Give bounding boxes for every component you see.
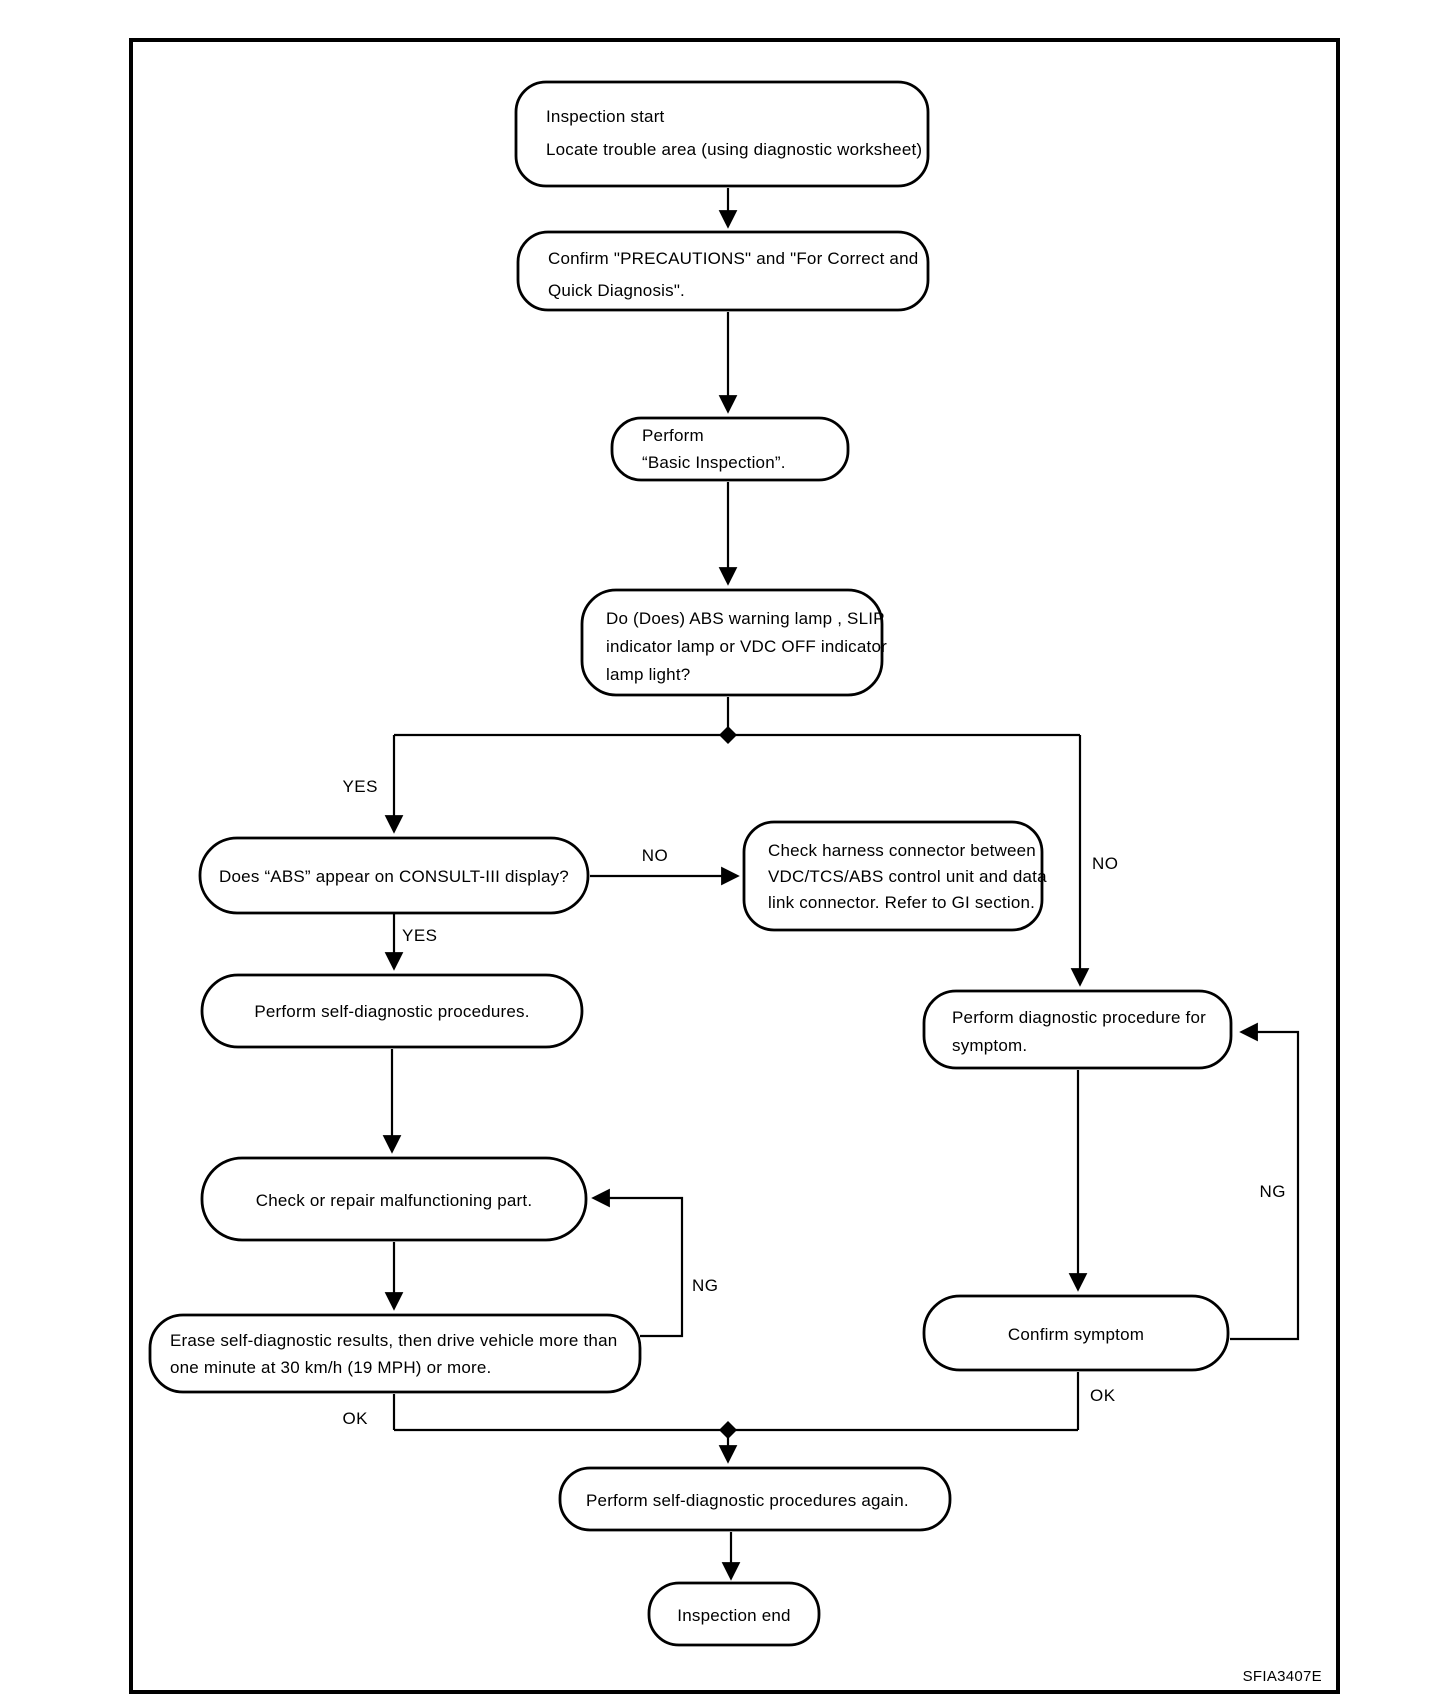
node-erase-results: Erase self-diagnostic results, then driv… <box>148 1313 642 1394</box>
figure-code: SFIA3407E <box>1243 1668 1322 1685</box>
edge-ng-loop-left <box>591 1188 684 1338</box>
node-lamp-light-question-line2: indicator lamp or VDC OFF indicator <box>606 637 887 656</box>
node-check-harness-line2: VDC/TCS/ABS control unit and data <box>768 867 1047 886</box>
label-ok-right: OK <box>1090 1386 1116 1405</box>
node-check-repair-line1: Check or repair malfunctioning part. <box>256 1191 533 1210</box>
diagram-border <box>129 38 1340 1694</box>
node-inspection-start-box <box>514 80 930 188</box>
node-lamp-light-question: Do (Does) ABS warning lamp , SLIP indica… <box>580 588 887 697</box>
node-consult-display-question-box <box>198 836 590 915</box>
node-check-harness-line3: link connector. Refer to GI section. <box>768 893 1035 912</box>
node-check-harness-line1: Check harness connector between <box>768 841 1036 860</box>
node-erase-results-line1: Erase self-diagnostic results, then driv… <box>170 1331 617 1350</box>
node-lamp-light-question-line1: Do (Does) ABS warning lamp , SLIP <box>606 609 885 628</box>
node-lamp-light-question-box <box>580 588 884 697</box>
node-check-harness-box <box>742 820 1044 932</box>
node-inspection-start: Inspection start Locate trouble area (us… <box>514 80 930 188</box>
node-diagnostic-for-symptom-line1: Perform diagnostic procedure for <box>952 1008 1206 1027</box>
node-self-diagnostic-box <box>200 973 584 1049</box>
node-diagnostic-for-symptom-line2: symptom. <box>952 1036 1027 1055</box>
node-confirm-precautions-line1: Confirm "PRECAUTIONS" and "For Correct a… <box>548 249 918 268</box>
node-erase-results-box <box>148 1313 642 1394</box>
node-inspection-start-line2: Locate trouble area (using diagnostic wo… <box>546 140 922 159</box>
node-check-harness: Check harness connector between VDC/TCS/… <box>742 820 1047 932</box>
node-consult-display-question: Does “ABS” appear on CONSULT-III display… <box>198 836 590 915</box>
node-diagnostic-for-symptom-box <box>922 989 1233 1070</box>
node-inspection-end-box <box>647 1581 821 1647</box>
node-confirm-precautions-line2: Quick Diagnosis". <box>548 281 685 300</box>
node-erase-results-line2: one minute at 30 km/h (19 MPH) or more. <box>170 1358 491 1377</box>
node-self-diagnostic: Perform self-diagnostic procedures. <box>200 973 584 1049</box>
node-confirm-symptom: Confirm symptom <box>922 1294 1230 1372</box>
node-basic-inspection-line2: “Basic Inspection”. <box>642 453 786 472</box>
node-self-diagnostic-again-line1: Perform self-diagnostic procedures again… <box>586 1491 909 1510</box>
node-lamp-light-question-line3: lamp light? <box>606 665 690 684</box>
node-confirm-symptom-box <box>922 1294 1230 1372</box>
label-no-branch: NO <box>1092 854 1119 873</box>
node-self-diagnostic-again-box <box>558 1466 952 1532</box>
label-yes-consult: YES <box>402 926 438 945</box>
label-ok-left: OK <box>342 1409 368 1428</box>
node-check-repair-box <box>200 1156 588 1242</box>
node-confirm-symptom-line1: Confirm symptom <box>1008 1325 1144 1344</box>
junction-dot-top <box>719 726 737 744</box>
node-self-diagnostic-again: Perform self-diagnostic procedures again… <box>558 1466 952 1532</box>
node-confirm-precautions-box <box>516 230 930 312</box>
label-ng-left: NG <box>692 1276 719 1295</box>
node-check-repair: Check or repair malfunctioning part. <box>200 1156 588 1242</box>
node-inspection-end: Inspection end <box>647 1581 821 1647</box>
node-inspection-start-line1: Inspection start <box>546 107 665 126</box>
node-diagnostic-for-symptom: Perform diagnostic procedure for symptom… <box>922 989 1233 1070</box>
node-basic-inspection-box <box>610 416 850 482</box>
label-no-consult: NO <box>642 846 669 865</box>
node-confirm-precautions: Confirm "PRECAUTIONS" and "For Correct a… <box>516 230 930 312</box>
edge-ng-loop-right <box>1230 1022 1300 1341</box>
node-basic-inspection-line1: Perform <box>642 426 704 445</box>
node-basic-inspection: Perform “Basic Inspection”. <box>610 416 850 482</box>
node-consult-display-question-line1: Does “ABS” appear on CONSULT-III display… <box>219 867 569 886</box>
node-inspection-end-line1: Inspection end <box>677 1606 790 1625</box>
node-self-diagnostic-line1: Perform self-diagnostic procedures. <box>254 1002 529 1021</box>
label-yes-branch: YES <box>342 777 378 796</box>
label-ng-right: NG <box>1260 1182 1287 1201</box>
